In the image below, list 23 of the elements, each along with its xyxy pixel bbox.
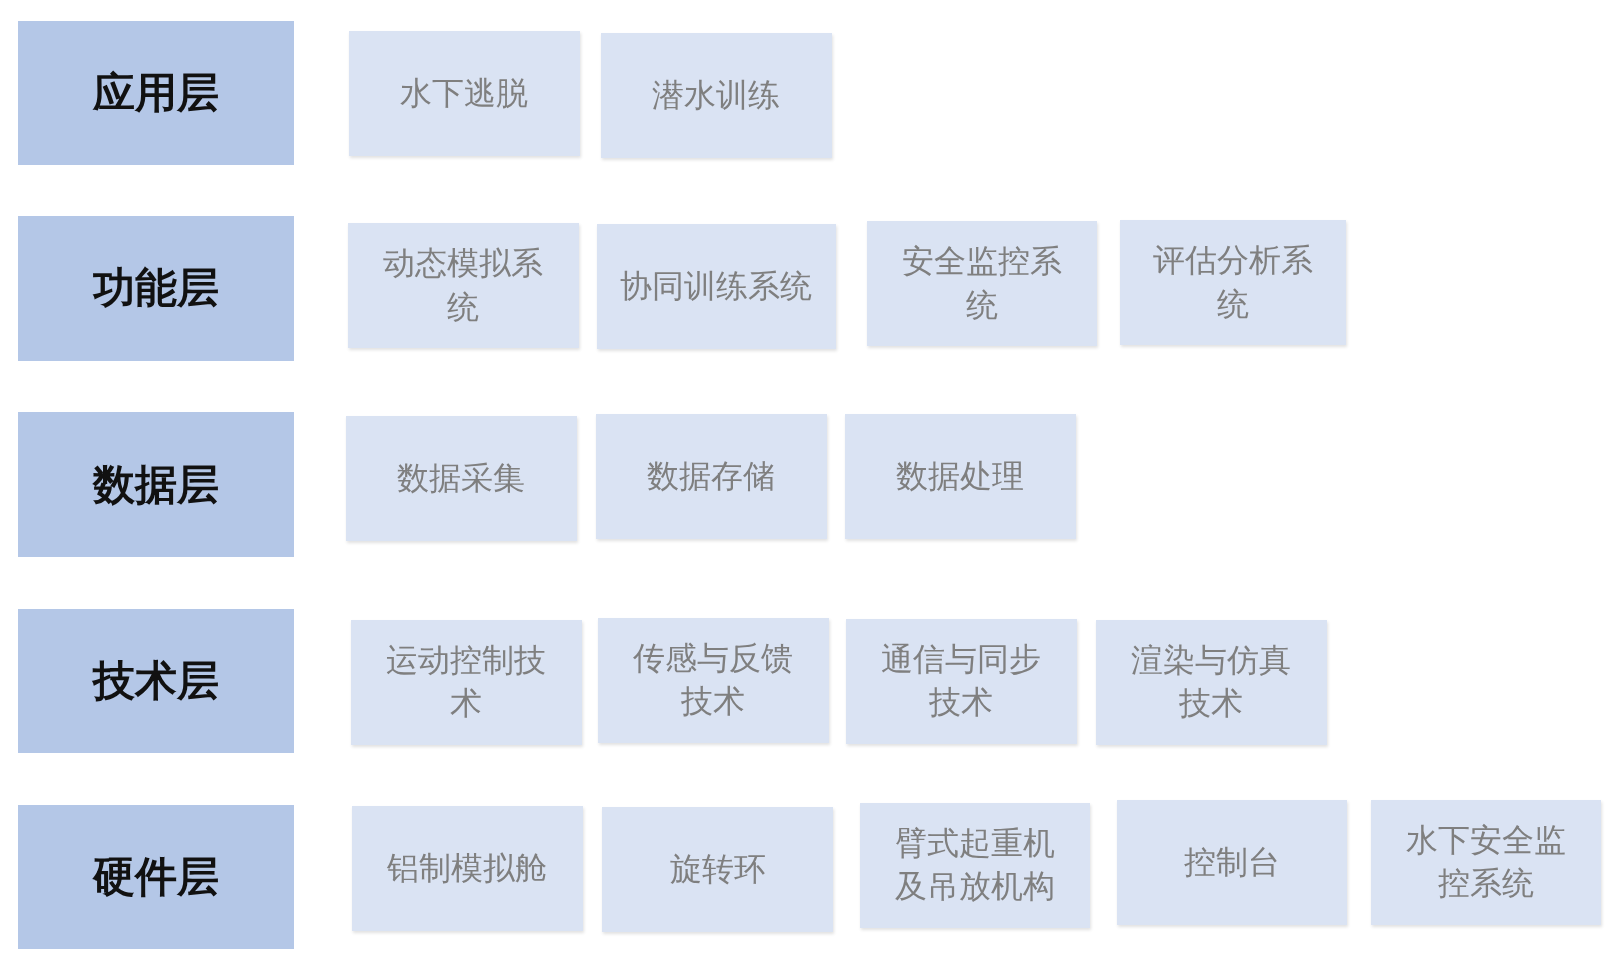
layer-label-box: 功能层	[17, 215, 295, 361]
module-box: 水下安全监控系统	[1371, 799, 1602, 925]
module-box: 旋转环	[602, 806, 833, 932]
layer-label-box: 硬件层	[17, 804, 295, 950]
module-box: 潜水训练	[601, 33, 832, 159]
module-box: 传感与反馈技术	[598, 617, 829, 743]
module-box: 水下逃脱	[349, 31, 580, 156]
module-box: 控制台	[1116, 799, 1348, 925]
layer-label-box: 应用层	[17, 20, 295, 166]
layer-label-box: 数据层	[17, 412, 295, 557]
module-box: 渲染与仿真技术	[1096, 619, 1327, 745]
module-box: 铝制模拟舱	[352, 805, 583, 931]
module-box: 数据处理	[845, 414, 1076, 540]
module-box: 协同训练系统	[597, 224, 836, 350]
module-box: 臂式起重机及吊放机构	[859, 802, 1090, 928]
module-box: 运动控制技术	[351, 619, 582, 745]
module-box: 数据存储	[596, 414, 827, 540]
module-box: 安全监控系统	[866, 221, 1098, 347]
layer-label-box: 技术层	[17, 608, 295, 754]
module-box: 动态模拟系统	[348, 223, 579, 349]
module-box: 评估分析系统	[1119, 220, 1347, 346]
module-box: 通信与同步技术	[846, 618, 1077, 744]
module-box: 数据采集	[346, 416, 577, 542]
